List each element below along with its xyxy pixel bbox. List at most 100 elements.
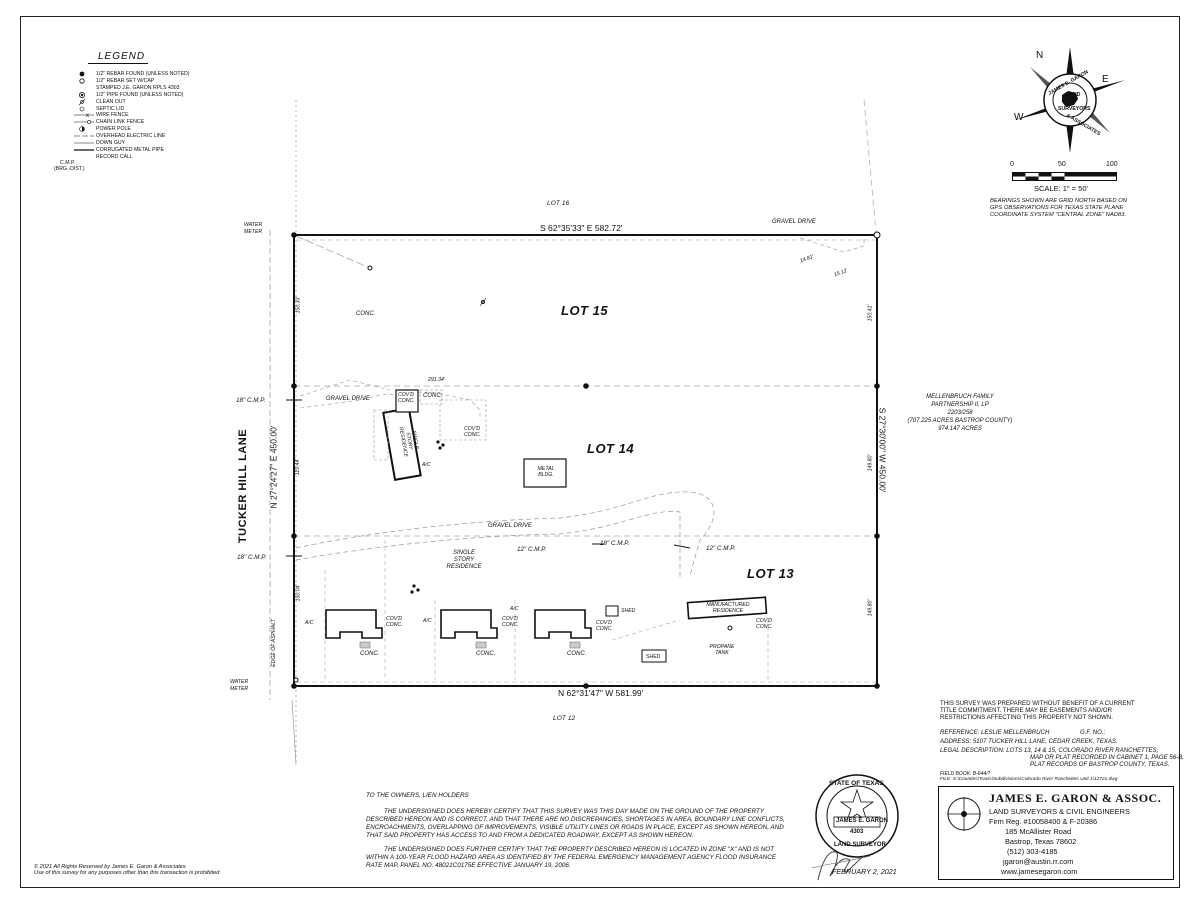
compass-rose-icon <box>1015 47 1125 153</box>
septic-lid-icon <box>79 106 85 111</box>
road-name-tucker-hill-lane: TUCKER HILL LANE <box>237 428 250 544</box>
cert-paragraph-1: THE UNDERSIGNED DOES HEREBY CERTIFY THAT… <box>366 808 785 839</box>
seal-state: STATE OF TEXAS <box>829 780 884 787</box>
manufactured-residence-label: MANUFACTURED RESIDENCE <box>706 602 750 614</box>
legend-item-label: POWER POLE <box>96 126 131 133</box>
cert-paragraph-2: THE UNDERSIGNED DOES FURTHER CERTIFY THA… <box>366 846 776 869</box>
lot-16-label: LOT 16 <box>547 200 570 207</box>
dist-149-80a: 149.80' <box>867 454 874 472</box>
reference: REFERENCE: LESLIE MELLENBRUCH <box>940 729 1050 736</box>
compass-land: LAND <box>1066 92 1081 98</box>
copyright-line-1: © 2021 All Rights Reserved by James E. G… <box>34 864 186 870</box>
adjoiner-line-1: MELLENBRUCH FAMILY <box>926 394 994 400</box>
drawing-sheet <box>20 16 1180 888</box>
water-meter-bottom: WATER METER <box>230 679 249 692</box>
cmp-12-b: 12" C.M.P. <box>706 545 736 552</box>
legal-line-1: LEGAL DESCRIPTION: LOTS 13, 14 & 15, COL… <box>940 747 1159 754</box>
gf-number: G.F. NO.: <box>1080 729 1106 736</box>
legend-item-label: DOWN GUY <box>96 140 126 146</box>
gravel-drive-top: GRAVEL DRIVE <box>772 219 816 225</box>
covd-conc-lot13-a: COV'D CONC. <box>386 616 403 628</box>
compass-e-label: E <box>1102 74 1109 85</box>
scale-tick-0: 0 <box>1010 161 1014 168</box>
firm-name: JAMES E. GARON & ASSOC. <box>989 791 1162 805</box>
propane-tank-label: PROPANE TANK <box>709 644 735 656</box>
conc-lot14: CONC. <box>423 393 443 399</box>
legend-item-label: CORRUGATED METAL PIPE <box>96 146 164 153</box>
lot-15-label: LOT 15 <box>561 303 609 318</box>
conc-lot15: CONC. <box>356 311 376 317</box>
legend-title-underline <box>88 63 148 64</box>
wire-fence-icon: x <box>74 113 94 119</box>
clean-out-icon <box>78 98 86 105</box>
lot-14-label: LOT 14 <box>587 441 635 456</box>
conc-lot13-b: CONC. <box>476 651 496 657</box>
field-book: FIELD BOOK: B-644/? <box>940 771 991 777</box>
chain-link-fence-icon <box>74 120 94 125</box>
metal-building <box>523 458 567 488</box>
legend-item-label: 1/2" REBAR FOUND (UNLESS NOTED) <box>96 71 190 77</box>
single-story-lot13: SINGLE STORY RESIDENCE <box>446 550 482 570</box>
ac-lot14: A/C <box>422 462 431 468</box>
firm-sub: LAND SURVEYORS & CIVIL ENGINEERS <box>989 807 1130 816</box>
svg-text:x: x <box>86 113 89 119</box>
legend-item-label: OVERHEAD ELECTRIC LINE <box>96 133 166 140</box>
adjoiner-line-5: 974.147 ACRES <box>938 426 982 432</box>
legend-item-label: WIRE FENCE <box>96 112 129 119</box>
copyright-line-2: Use of this survey for any purposes othe… <box>34 870 220 876</box>
seal-profession: LAND SURVEYOR <box>834 842 886 848</box>
legend-item-label: SEPTIC LID <box>96 105 125 112</box>
bearing-note-line-2: GPS OBSERVATIONS FOR TEXAS STATE PLANE <box>990 205 1124 211</box>
filled-dot-icon <box>79 71 85 77</box>
scale-tick-100: 100 <box>1106 161 1118 168</box>
commitment-line-1: THIS SURVEY WAS PREPARED WITHOUT BENEFIT… <box>940 700 1135 707</box>
west-boundary-call: N 27°24'27" E 450.00' <box>268 425 279 509</box>
cmp-18-drive: 18" C.M.P. <box>600 540 630 547</box>
ac-lot13-c: A/C <box>510 606 519 612</box>
north-boundary-call: S 62°35'33" E 582.72' <box>540 223 623 233</box>
covd-conc-lot13-d: COV'D CONC. <box>756 618 773 630</box>
conc-lot13-a: CONC. <box>360 651 380 657</box>
shed-small-label: SHED <box>621 608 636 614</box>
conc-lot13-c: CONC. <box>567 651 587 657</box>
adjoiner-line-3: 2203/258 <box>947 410 973 416</box>
signature <box>811 851 871 881</box>
down-guy-icon <box>74 142 94 144</box>
small-shed <box>605 605 619 617</box>
scale-bar-graphic <box>1012 172 1117 181</box>
address: ADDRESS: 5107 TUCKER HILL LANE, CEDAR CR… <box>940 738 1118 745</box>
firm-email: jgaron@austin.rr.com <box>1003 857 1074 866</box>
legend-item-label: STAMPED J.E. GARON RPLS 4303 <box>96 84 180 91</box>
compass-w-label: W <box>1014 112 1024 123</box>
legal-line-3: PLAT RECORDS OF BASTROP COUNTY, TEXAS. <box>1030 761 1170 768</box>
cert-to: TO THE OWNERS, LIEN HOLDERS <box>366 792 469 799</box>
south-boundary-call: N 62°31'47" W 581.99' <box>558 688 644 698</box>
power-pole-icon <box>79 126 85 132</box>
gravel-drive-main: GRAVEL DRIVE <box>488 523 532 529</box>
shed-label: SHED <box>646 654 661 660</box>
commitment-line-2: TITLE COMMITMENT. THERE MAY BE EASEMENTS… <box>940 707 1113 714</box>
compass-surveyors: SURVEYORS <box>1058 106 1091 112</box>
cmp-18-top: 18" C.M.P. <box>236 397 266 404</box>
legend-cmp-abbrev: C.M.P. <box>60 160 76 166</box>
seal-name: JAMES E. GARON <box>836 818 889 824</box>
bearing-note-line-3: COORDINATE SYSTEM "CENTRAL ZONE" NAD83. <box>990 212 1126 218</box>
lot-13-label: LOT 13 <box>747 566 795 581</box>
covd-conc-lot14-b: COV'D CONC. <box>464 426 481 438</box>
gravel-drive-lot14: GRAVEL DRIVE <box>326 396 370 402</box>
east-boundary-call: S 27°30'00" W 450.00' <box>877 407 888 493</box>
certification: TO THE OWNERS, LIEN HOLDERS THE UNDERSIG… <box>366 792 786 876</box>
dist-149-80b: 149.80' <box>867 599 874 617</box>
legend-item-label: CHAIN LINK FENCE <box>96 119 145 126</box>
firm-addr-2: Bastrop, Texas 78602 <box>1005 837 1077 846</box>
firm-phone: (512) 303-4185 <box>1007 847 1058 856</box>
covd-conc-lot14: COV'D CONC. <box>398 392 415 404</box>
dist-150-33: 150.33' <box>295 296 302 314</box>
dist-150-41: 150.41' <box>867 304 874 322</box>
dist-291: 291.34' <box>428 377 445 383</box>
cmp-12-a: 12" C.M.P. <box>517 546 547 553</box>
pipe-icon <box>79 91 85 98</box>
cmp-18-bottom: 18" C.M.P. <box>237 554 267 561</box>
legend-item-label: RECORD CALL <box>96 153 133 160</box>
compass-n-label: N <box>1036 50 1044 61</box>
